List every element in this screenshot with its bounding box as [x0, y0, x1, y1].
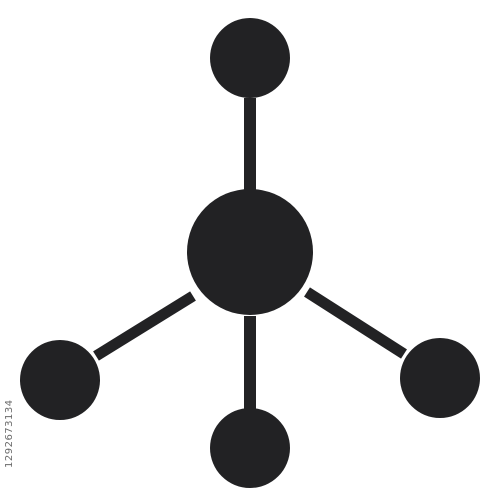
left-bond	[93, 291, 196, 361]
bonds-group	[93, 98, 407, 410]
atoms-group	[20, 18, 480, 488]
left-atom-icon	[20, 340, 100, 420]
right-bond	[304, 287, 407, 359]
center-atom-icon	[187, 189, 313, 315]
right-atom-icon	[400, 338, 480, 418]
bottom-atom-icon	[210, 408, 290, 488]
top-atom-icon	[210, 18, 290, 98]
